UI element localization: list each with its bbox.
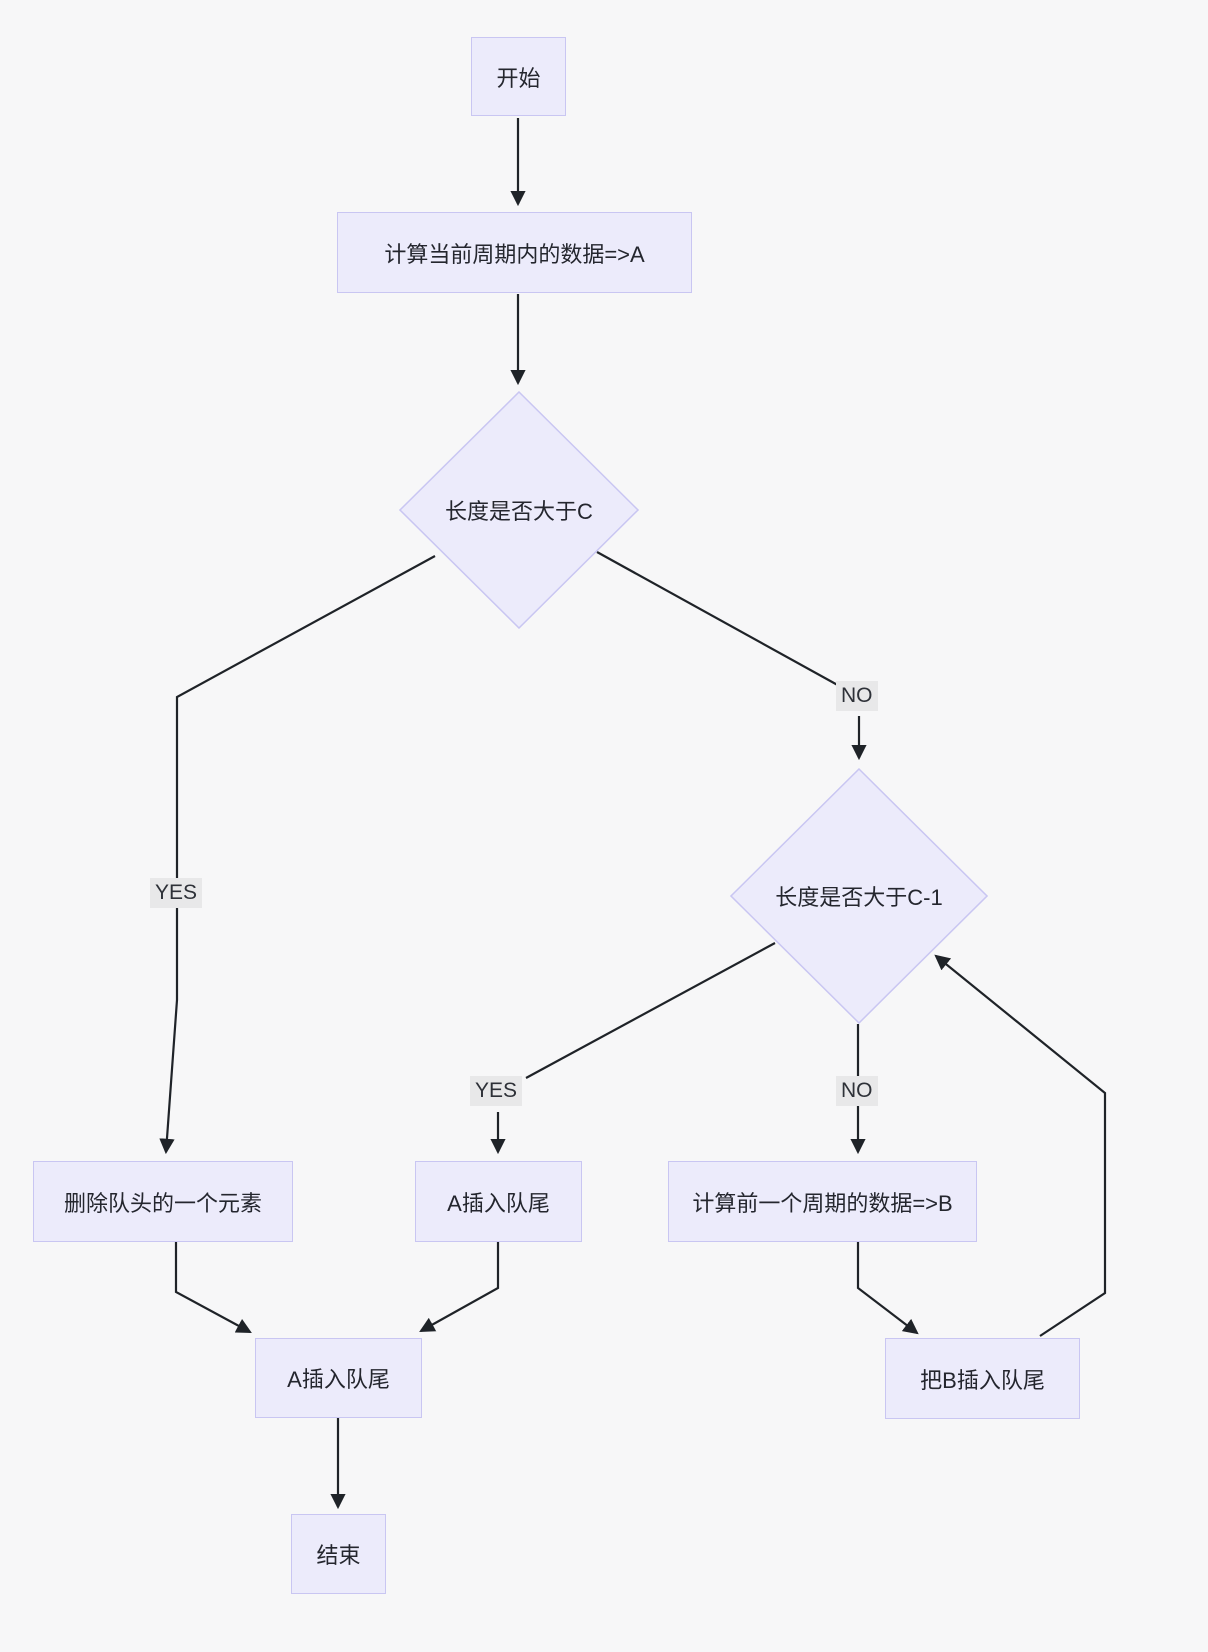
- edge-check-c-no-segment: [596, 551, 844, 689]
- edge-check-c1-yes-segment: [525, 942, 776, 1079]
- edge-label-no-1: NO: [836, 681, 878, 712]
- edge-insert-b-loop-to-check-c1: [934, 954, 1107, 1337]
- node-start: 开始: [471, 37, 566, 116]
- node-check-length-gt-c-minus-1-label: 长度是否大于C-1: [775, 885, 943, 910]
- node-check-length-gt-c: 长度是否大于C: [399, 391, 639, 629]
- edge-del-head-to-insert-a-main: [174, 1242, 252, 1334]
- edge-check-c-yes-to-del-head: [159, 555, 436, 1155]
- edge-label-yes-1: YES: [150, 878, 203, 909]
- node-insert-a-main: A插入队尾: [255, 1338, 422, 1418]
- node-delete-queue-head-label: 删除队头的一个元素: [63, 1190, 262, 1216]
- edge-label-yes-2: YES: [470, 1076, 523, 1107]
- edge-insert-a-yes-to-insert-a-main: [419, 1242, 500, 1333]
- node-end-label: 结束: [316, 1543, 361, 1568]
- node-calc-previous-period-label: 计算前一个周期的数据=>B: [692, 1190, 953, 1216]
- node-insert-b-label: 把B插入队尾: [920, 1367, 1045, 1393]
- node-insert-a-yes-branch: A插入队尾: [415, 1161, 582, 1242]
- edge-label-no-2: NO: [836, 1076, 878, 1107]
- node-insert-b: 把B插入队尾: [885, 1338, 1080, 1419]
- node-check-length-gt-c-minus-1: 长度是否大于C-1: [730, 768, 988, 1024]
- node-end: 结束: [291, 1514, 386, 1594]
- node-start-label: 开始: [496, 65, 541, 91]
- node-calc-previous-period: 计算前一个周期的数据=>B: [668, 1161, 977, 1242]
- edge-calc-b-to-insert-b: [856, 1242, 919, 1335]
- node-insert-a-yes-branch-label: A插入队尾: [447, 1190, 550, 1216]
- node-check-length-gt-c-label: 长度是否大于C: [445, 499, 593, 524]
- node-calc-current-period: 计算当前周期内的数据=>A: [337, 212, 692, 293]
- node-insert-a-main-label: A插入队尾: [287, 1367, 390, 1392]
- diamond-shape: [730, 768, 988, 1024]
- node-delete-queue-head: 删除队头的一个元素: [33, 1161, 293, 1242]
- node-calc-current-period-label: 计算当前周期内的数据=>A: [384, 241, 645, 267]
- diamond-shape: [399, 391, 639, 629]
